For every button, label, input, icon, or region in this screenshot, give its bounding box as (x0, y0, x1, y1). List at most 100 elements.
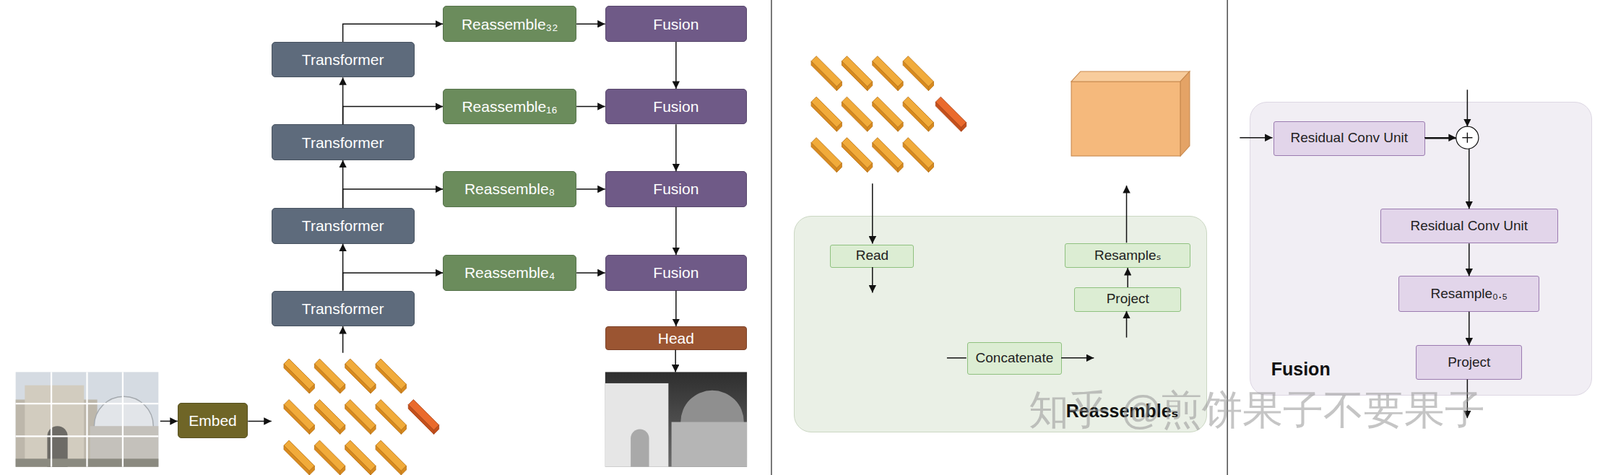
token-bar (811, 56, 842, 87)
flow-line (247, 421, 271, 422)
box-label: Transformer (301, 51, 385, 68)
flow-arrow (576, 106, 606, 108)
token-bar (283, 440, 315, 471)
token-bar (375, 400, 406, 431)
step-box: Residual Conv Unit (1273, 121, 1426, 157)
token-bar-end (836, 81, 842, 92)
fusion-block: Fusion (605, 5, 747, 42)
token-bar-side (902, 61, 929, 92)
step-box: Project (1074, 287, 1182, 313)
transformer-block: Transformer (271, 208, 415, 244)
token-bar (345, 400, 376, 431)
token-bar (375, 359, 406, 390)
token-bar-end (309, 384, 315, 394)
token-bar (872, 56, 903, 87)
token-bar-side (841, 143, 867, 173)
token-bar-end (309, 425, 315, 435)
token-bar-side (935, 101, 961, 132)
flow-arrow (675, 207, 677, 255)
token-bar-side (902, 101, 929, 132)
patch-grid-line (50, 372, 53, 467)
box-label: Head (658, 330, 695, 347)
token-bar-end (897, 81, 903, 92)
token-bar-side (811, 143, 837, 173)
box-label: Resample₀.₅ (1430, 286, 1508, 302)
token-bar (872, 137, 903, 169)
token-bar (408, 400, 439, 431)
token-bar-side (345, 364, 371, 394)
input-image (15, 372, 159, 467)
token-bar-side (283, 364, 310, 394)
token-bar-end (340, 384, 346, 394)
token-bar-side (841, 101, 867, 132)
depth-arch (630, 429, 649, 467)
fusion-block: Fusion (605, 88, 747, 125)
token-bar (841, 137, 872, 169)
flow-arrow (342, 77, 344, 125)
token-bar-end (400, 384, 406, 394)
token-bar-end (370, 425, 376, 435)
token-bar-end (340, 465, 346, 475)
flow-arrow (675, 41, 677, 89)
flow-arrow (576, 272, 606, 274)
step-box: Resampleₛ (1064, 243, 1191, 268)
token-bar-end (309, 465, 315, 475)
token-bar-side (872, 101, 898, 132)
depth-dome-base (671, 422, 747, 468)
flow-arrow (343, 273, 443, 292)
depth-map (605, 372, 747, 467)
patch-grid-line (122, 372, 124, 467)
flow-arrow (576, 23, 606, 25)
token-bar-side (375, 445, 401, 475)
token-bar-end (897, 163, 903, 173)
token-bar-end (867, 81, 873, 92)
token-bar-end (928, 163, 934, 173)
flow-arrow (675, 291, 677, 327)
reassemble-block: Reassemble₃₂ (442, 5, 577, 42)
transformer-block: Transformer (271, 124, 415, 160)
box-label: Fusion (653, 98, 699, 115)
patch-grid-line (85, 372, 88, 467)
token-bar (902, 137, 934, 169)
sky (15, 372, 159, 467)
token-bar (935, 96, 966, 128)
token-bar (345, 440, 376, 471)
box-label: Fusion (653, 15, 699, 33)
fusion-block: Fusion (605, 254, 747, 291)
step-box: Concatenate (967, 342, 1062, 375)
cube-side (1180, 71, 1190, 157)
reassemble-block: Reassemble₁₆ (442, 88, 577, 125)
watermark: 知乎 @煎饼果子不要果子 (1028, 383, 1486, 439)
transformer-block: Transformer (271, 291, 415, 327)
box-label: Transformer (301, 217, 385, 235)
token-bar-end (400, 465, 406, 475)
box-label: Reassemble₃₂ (461, 15, 558, 33)
box-label: Residual Conv Unit (1410, 218, 1528, 235)
token-grid (811, 56, 967, 173)
flow-arrow (343, 189, 443, 209)
patch-grid-line (15, 435, 159, 438)
token-bar-end (961, 122, 967, 132)
token-bar (902, 96, 934, 128)
token-bar-side (283, 445, 310, 475)
token-bar (345, 359, 376, 390)
token-bar-end (867, 163, 873, 173)
flow-arrow (343, 23, 443, 42)
box-label: Resampleₛ (1094, 248, 1162, 264)
token-bar (314, 359, 345, 390)
flow-arrow (343, 106, 443, 125)
transformer-block: Transformer (271, 41, 415, 78)
box-label: Fusion (653, 264, 699, 281)
flow-arrow (675, 124, 677, 172)
token-bar-side (314, 364, 340, 394)
reassemble-block: Reassemble₄ (442, 254, 577, 291)
panel-divider (770, 0, 772, 475)
token-bar (872, 96, 903, 128)
embed-block: Embed (177, 403, 248, 439)
token-bar-side (345, 445, 371, 475)
head-block: Head (605, 326, 747, 350)
flow-arrow (342, 244, 344, 292)
token-bar-side (408, 405, 434, 435)
group-heading: Fusion (1271, 359, 1331, 380)
